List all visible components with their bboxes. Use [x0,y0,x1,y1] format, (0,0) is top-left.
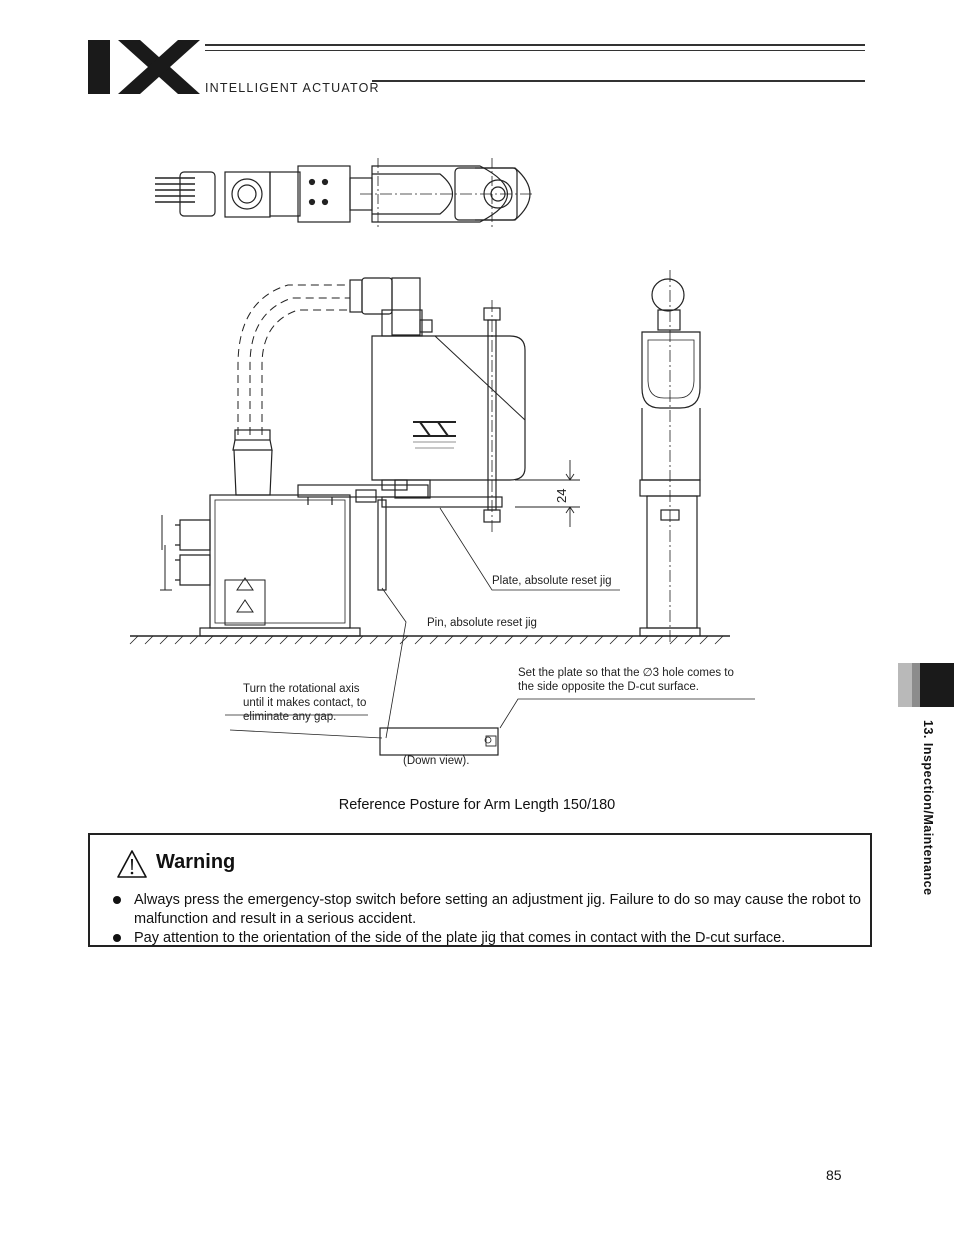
top-view [155,158,535,230]
turn-note-line-1: Turn the rotational axis [243,683,360,695]
turn-note-line-2: until it makes contact, to [243,697,367,709]
dimension-24 [515,460,580,527]
brand-name: INTELLIGENT ACTUATOR [205,81,380,95]
header-rule-top [205,44,865,46]
turn-note-line-3: eliminate any gap. [243,711,337,723]
pin [377,300,501,591]
warning-triangle-icon [117,850,147,878]
iai-logo [88,40,200,94]
base-unit [160,429,361,637]
cable [237,284,350,435]
arm-body [297,309,526,508]
header-rule-low [372,80,865,82]
down-view-label: (Down view). [403,755,470,767]
ground [129,635,730,645]
warning-title: Warning [156,851,236,873]
chapter-tab-midgrey [912,663,920,707]
bullet-icon [113,934,121,942]
warning-item: Always press the emergency-stop switch b… [110,891,862,928]
robot-diagram: 24 [129,158,755,756]
plate-jig-label: Plate, absolute reset jig [492,575,612,587]
chapter-tab-black [920,663,954,707]
plate-note-line-2: the side opposite the D-cut surface. [518,681,699,693]
figure-caption: Reference Posture for Arm Length 150/180 [338,797,616,813]
dimension-24-text: 24 [554,489,569,503]
leader-lines [225,507,755,739]
section-label: 13. Inspection/Maintenance [921,720,935,896]
pin-jig-label: Pin, absolute reset jig [427,617,537,629]
header-rule-mid [205,50,865,51]
warning-box: Warning Always press the emergency-stop … [88,833,872,947]
down-view [379,727,499,756]
side-view [639,270,701,645]
bullet-icon [113,896,121,904]
warning-item: Pay attention to the orientation of the … [110,929,862,948]
plate-note-line-1: Set the plate so that the ∅3 hole comes … [518,667,734,679]
warning-list: Always press the emergency-stop switch b… [110,891,862,949]
page-number: 85 [826,1167,842,1183]
